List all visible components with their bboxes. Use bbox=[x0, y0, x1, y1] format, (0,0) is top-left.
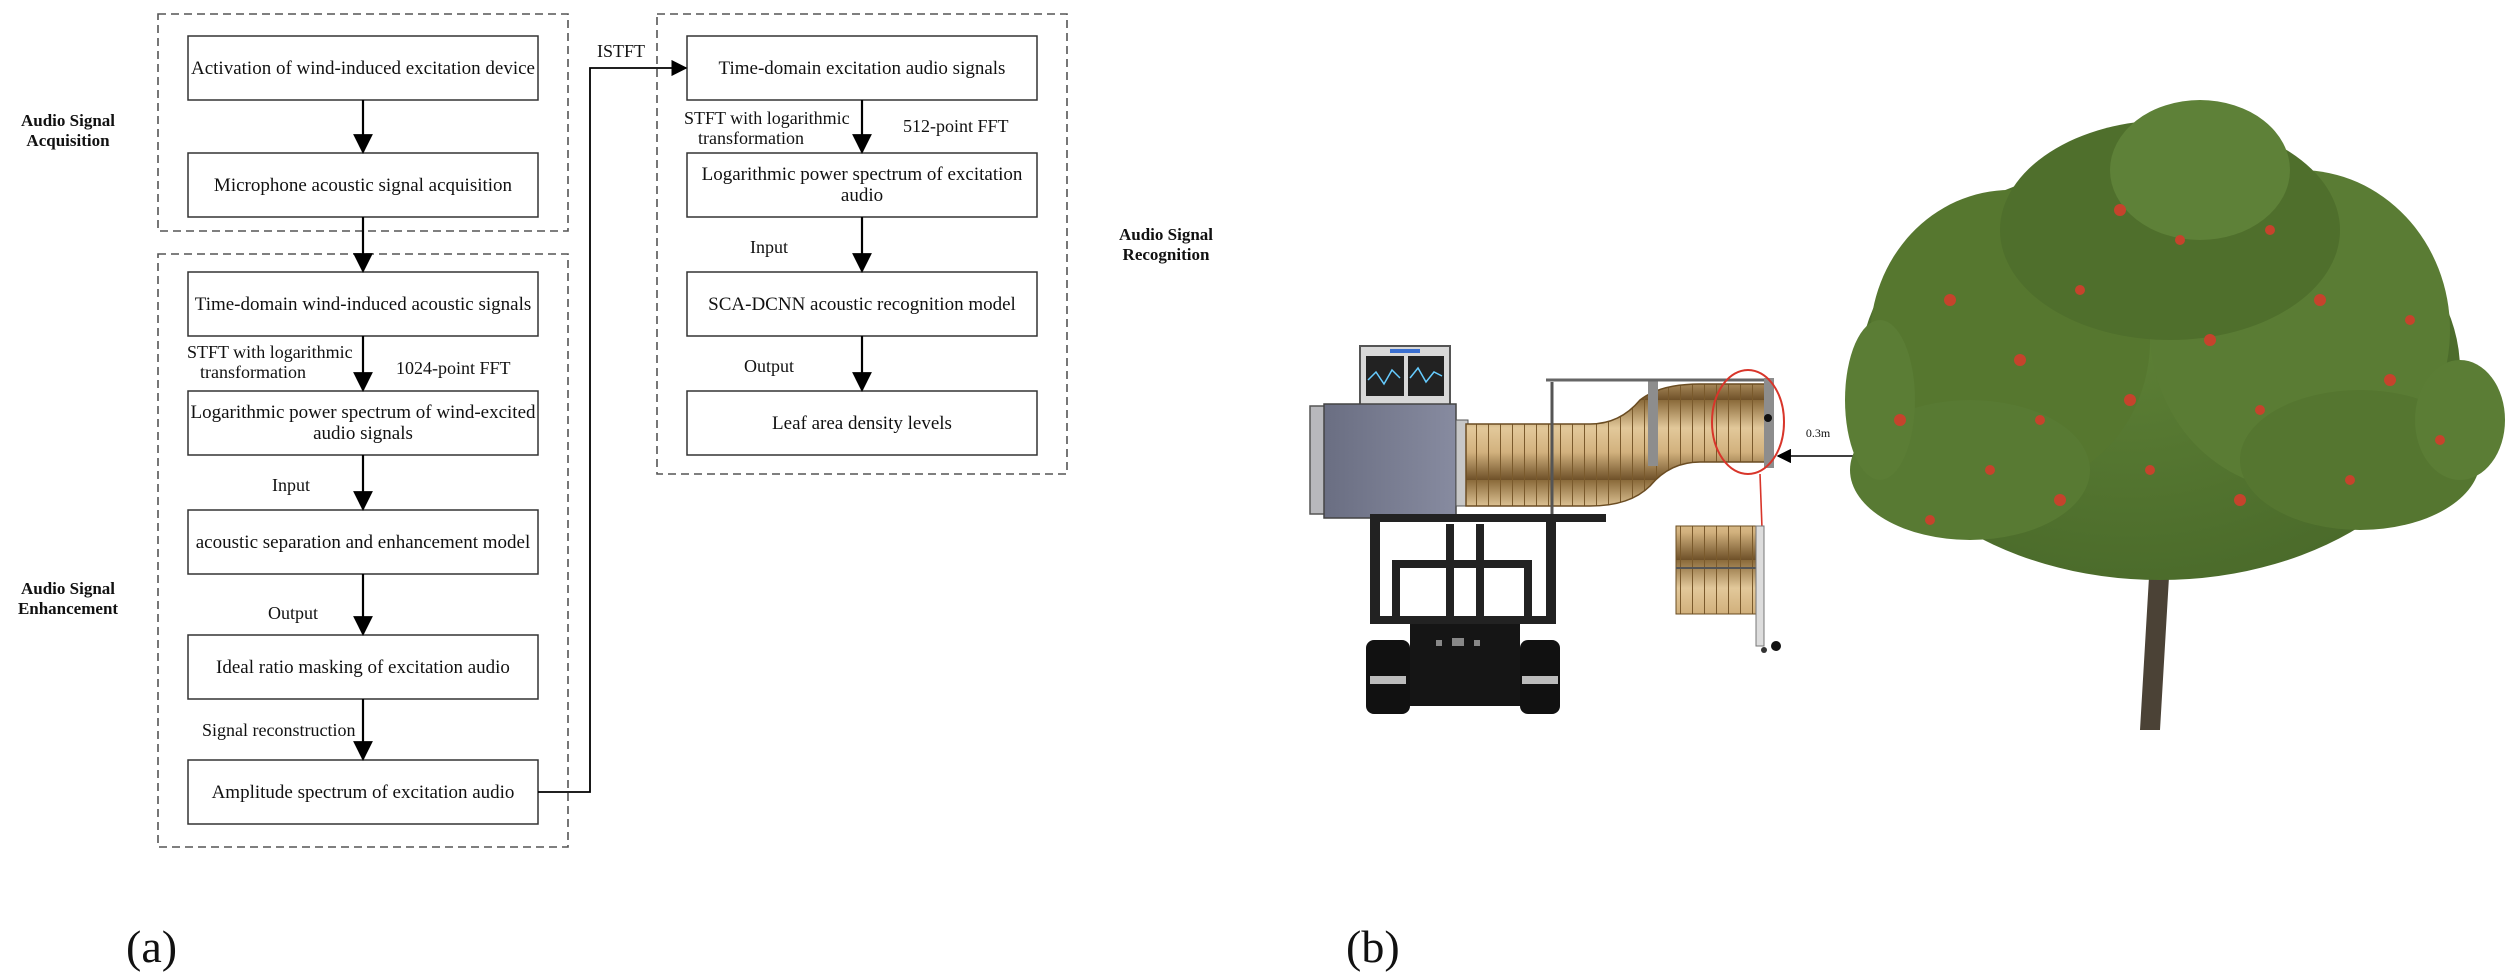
apple-tree bbox=[1845, 100, 2505, 730]
arrow-istft-connector bbox=[538, 59, 688, 793]
node-separation-model: acoustic separation and enhancement mode… bbox=[187, 509, 539, 575]
node-log-power-excitation: Logarithmic power spectrum of excitation… bbox=[686, 152, 1038, 218]
panel-b-label: (b) bbox=[1346, 921, 1400, 972]
node-leaf-density: Leaf area density levels bbox=[686, 390, 1038, 456]
zoom-connector bbox=[1759, 473, 1763, 529]
nozzle-detail-inset bbox=[1675, 525, 1781, 653]
panel-a-label: (a) bbox=[126, 921, 177, 972]
node-time-domain-wind: Time-domain wind-induced acoustic signal… bbox=[187, 271, 539, 337]
flexible-duct bbox=[1465, 378, 1774, 514]
edge-label-istft: ISTFT bbox=[597, 41, 645, 61]
wheel-right-icon bbox=[1520, 640, 1560, 714]
wheel-left-icon bbox=[1366, 640, 1410, 714]
svg-text:Time-domain wind-induced acous: Time-domain wind-induced acoustic signal… bbox=[195, 294, 532, 315]
node-amplitude: Amplitude spectrum of excitation audio bbox=[187, 759, 539, 825]
recognition-frame bbox=[656, 13, 1068, 475]
edge-label-input-1: Input bbox=[272, 475, 310, 495]
node-activation: Activation of wind-induced excitation de… bbox=[187, 35, 539, 101]
tree-canopy bbox=[1845, 100, 2505, 580]
svg-text:Leaf area density levels: Leaf area density levels bbox=[772, 413, 952, 434]
svg-text:Ideal ratio masking of excitat: Ideal ratio masking of excitation audio bbox=[216, 657, 510, 678]
log-power-wind-text: Logarithmic power spectrum of wind-excit… bbox=[190, 402, 536, 444]
edge-label-output-1: Output bbox=[268, 603, 318, 623]
edge-label-input-2: Input bbox=[750, 237, 788, 257]
edge-label-signal-reconstruction: Signal reconstruction bbox=[202, 720, 355, 740]
node-ideal-ratio: Ideal ratio masking of excitation audio bbox=[187, 634, 539, 700]
svg-text:Time-domain excitation audio s: Time-domain excitation audio signals bbox=[719, 58, 1006, 79]
svg-text:Amplitude spectrum of excitati: Amplitude spectrum of excitation audio bbox=[212, 782, 515, 803]
node-sca-dcnn: SCA-DCNN acoustic recognition model bbox=[686, 271, 1038, 337]
svg-text:Activation of wind-induced exc: Activation of wind-induced excitation de… bbox=[191, 58, 535, 79]
node-microphone: Microphone acoustic signal acquisition bbox=[187, 152, 539, 218]
node-time-domain-excitation: Time-domain excitation audio signals bbox=[686, 35, 1038, 101]
apple-fruits bbox=[1894, 204, 2445, 525]
distance-label: 0.3m bbox=[1806, 426, 1831, 440]
monitor-icon bbox=[1356, 345, 1454, 412]
edge-label-output-2: Output bbox=[744, 356, 794, 376]
sensor-dot bbox=[1764, 414, 1772, 422]
panel-b-illustration: 0.3m bbox=[1309, 100, 2505, 972]
cart-frame bbox=[1370, 514, 1606, 706]
edge-label-fft-1024: 1024-point FFT bbox=[396, 358, 511, 378]
enhancement-frame bbox=[157, 253, 569, 848]
fan-housing bbox=[1309, 403, 1469, 519]
svg-text:acoustic separation and enhanc: acoustic separation and enhancement mode… bbox=[196, 532, 530, 553]
node-log-power-wind: Logarithmic power spectrum of wind-excit… bbox=[187, 390, 539, 456]
svg-text:Microphone acoustic signal acq: Microphone acoustic signal acquisition bbox=[214, 175, 513, 196]
edge-label-fft-512: 512-point FFT bbox=[903, 116, 1009, 136]
svg-text:SCA-DCNN acoustic recognition: SCA-DCNN acoustic recognition model bbox=[708, 294, 1016, 315]
nozzle-highlight bbox=[1711, 369, 1785, 475]
log-power-excitation-text: Logarithmic power spectrum of excitation… bbox=[702, 164, 1023, 206]
